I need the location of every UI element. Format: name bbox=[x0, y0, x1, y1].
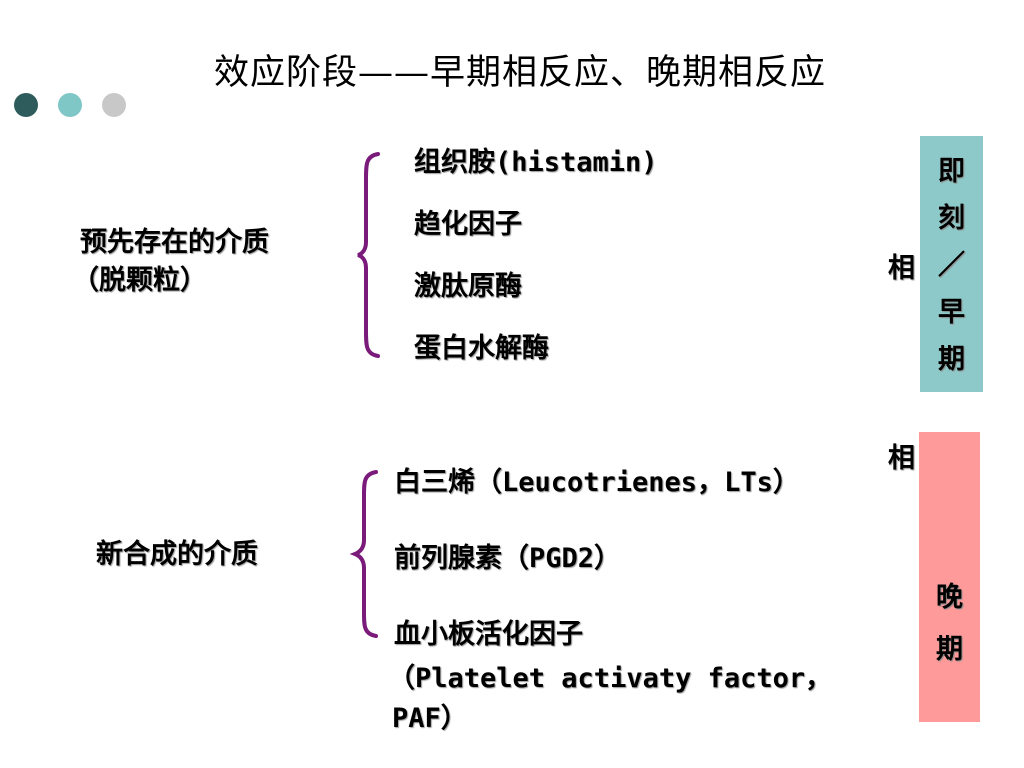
group-label-preformed: 预先存在的介质 （脱颗粒） bbox=[72, 224, 269, 300]
phase-late-suffix: 相 bbox=[888, 443, 915, 474]
group-label-synthesized: 新合成的介质 bbox=[96, 536, 258, 574]
phase-early-char: ／ bbox=[938, 250, 965, 281]
group-label-preformed-line2: （脱颗粒） bbox=[72, 265, 207, 296]
phase-early-char: 早 bbox=[938, 297, 965, 328]
slide-title: 效应阶段——早期相反应、晚期相反应 bbox=[213, 53, 826, 93]
mediator-item-detail: PAF） bbox=[392, 703, 468, 734]
mediator-item: 组织胺(histamin) bbox=[414, 147, 658, 178]
group-label-synthesized-line1: 新合成的介质 bbox=[96, 539, 258, 570]
mediator-item: 白三烯（Leucotrienes，LTs） bbox=[394, 467, 800, 498]
phase-early-char: 即 bbox=[938, 156, 965, 187]
phase-late-char: 期 bbox=[936, 634, 963, 665]
mediator-item: 前列腺素（PGD2） bbox=[394, 543, 622, 574]
phase-late-char: 晚 bbox=[936, 582, 963, 613]
mediator-item: 血小板活化因子 bbox=[394, 619, 583, 650]
mediator-item-detail: （Platelet activaty factor， bbox=[388, 663, 833, 694]
phase-bar-late: 晚 期 bbox=[919, 432, 980, 722]
mediator-item: 趋化因子 bbox=[414, 209, 522, 240]
brace-synthesized bbox=[349, 470, 378, 638]
decor-dot-teal bbox=[58, 93, 82, 117]
group-label-preformed-line1: 预先存在的介质 bbox=[80, 227, 269, 258]
mediator-item: 蛋白水解酶 bbox=[414, 333, 549, 364]
phase-bar-early: 即 刻 ／ 早 期 bbox=[920, 136, 983, 392]
decor-dot-dark bbox=[14, 93, 38, 117]
mediator-item: 激肽原酶 bbox=[414, 271, 522, 302]
brace-preformed bbox=[357, 152, 380, 358]
phase-early-char: 期 bbox=[938, 344, 965, 375]
phase-early-char: 刻 bbox=[938, 203, 965, 234]
decor-dot-gray bbox=[102, 93, 126, 117]
phase-early-suffix: 相 bbox=[888, 253, 915, 284]
